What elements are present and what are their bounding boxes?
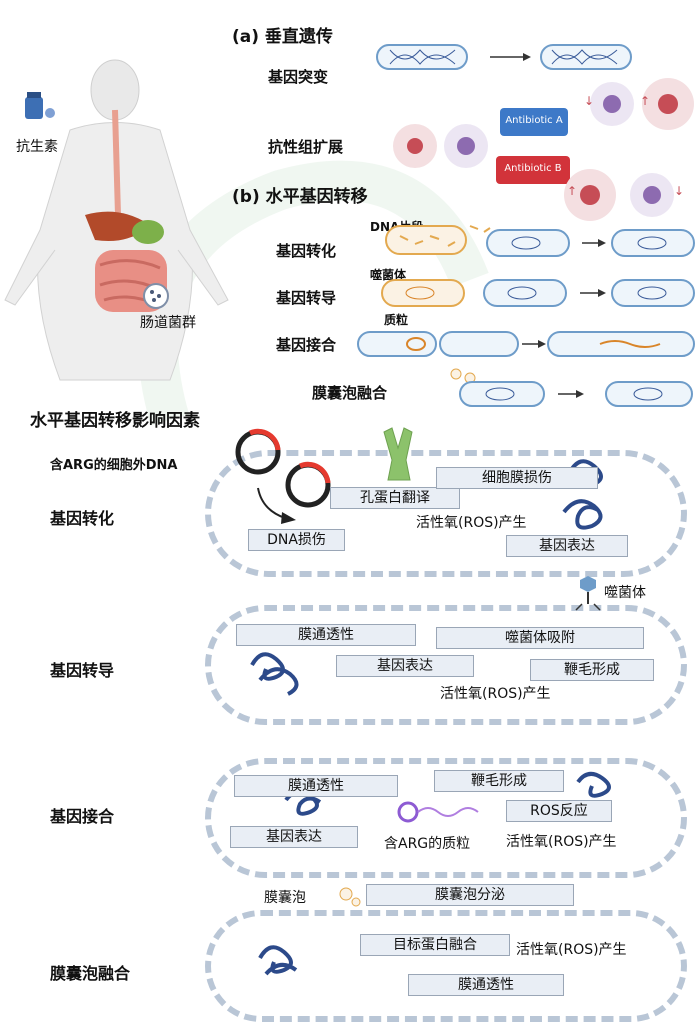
conjugation-cell-capsule	[205, 758, 687, 878]
dna-damage-box: DNA损伤	[248, 529, 345, 551]
transduction-label: 基因转导	[276, 289, 337, 307]
ros-label-2: 活性氧(ROS)产生	[440, 686, 551, 702]
flagella-box-2: 鞭毛形成	[530, 659, 654, 681]
transformation-cell-capsule	[205, 450, 687, 577]
gut-flora-label: 肠道菌群	[140, 315, 196, 331]
vesicle-fusion-label: 膜囊泡融合	[312, 384, 388, 402]
expression-box-1: 基因表达	[506, 535, 628, 557]
phage-label-factor: 噬菌体	[604, 585, 646, 601]
factor-conjugation-label: 基因接合	[50, 807, 115, 826]
vesicle-label: 膜囊泡	[264, 890, 306, 906]
flagella-box-3: 鞭毛形成	[434, 770, 564, 792]
factors-title: 水平基因转移影响因素	[30, 411, 200, 431]
phage-adsorption-box: 噬菌体吸附	[436, 627, 644, 649]
ros-response-box: ROS反应	[506, 800, 612, 822]
svg-text:↓: ↓	[674, 184, 684, 198]
permeability-box-4: 膜通透性	[408, 974, 564, 996]
antibiotic-b-label: Antibiotic B	[504, 163, 562, 174]
arg-plasmid-label: 含ARG的质粒	[384, 836, 471, 852]
transformation-label: 基因转化	[276, 242, 337, 260]
target-fusion-box: 目标蛋白融合	[360, 934, 510, 956]
svg-text:↓: ↓	[584, 94, 594, 108]
resistance-label: 抗性组扩展	[268, 138, 344, 156]
factor-vesicle-label: 膜囊泡融合	[50, 964, 131, 983]
vesicle-secretion-box: 膜囊泡分泌	[366, 884, 574, 906]
extracellular-dna-label: 含ARG的细胞外DNA	[50, 458, 178, 473]
mutation-label: 基因突变	[268, 68, 329, 86]
plasmid-label: 质粒	[384, 313, 409, 327]
antibiotic-label: 抗生素	[16, 139, 58, 155]
conjugation-label: 基因接合	[276, 336, 337, 354]
permeability-box-3: 膜通透性	[234, 775, 398, 797]
svg-text:↑: ↑	[640, 94, 650, 108]
permeability-box-2: 膜通透性	[236, 624, 416, 646]
ros-label-4: 活性氧(ROS)产生	[516, 942, 627, 958]
section-b-title: (b) 水平基因转移	[232, 187, 368, 207]
svg-text:↑: ↑	[567, 184, 577, 198]
ros-label-3: 活性氧(ROS)产生	[506, 834, 617, 850]
pore-protein-box: 孔蛋白翻译	[330, 487, 460, 509]
expression-box-3: 基因表达	[230, 826, 358, 848]
factor-transduction-label: 基因转导	[50, 661, 115, 680]
expression-box-2: 基因表达	[336, 655, 474, 677]
section-a-title: (a) 垂直遗传	[232, 27, 333, 47]
vesicle-cell-capsule	[205, 910, 687, 1022]
membrane-damage-box: 细胞膜损伤	[436, 467, 598, 489]
antibiotic-a-label: Antibiotic A	[505, 115, 563, 126]
ros-label-1: 活性氧(ROS)产生	[416, 515, 527, 531]
transduction-cell-capsule	[205, 605, 687, 725]
phage-label-b: 噬菌体	[370, 268, 407, 282]
factor-transformation-label: 基因转化	[50, 509, 115, 528]
